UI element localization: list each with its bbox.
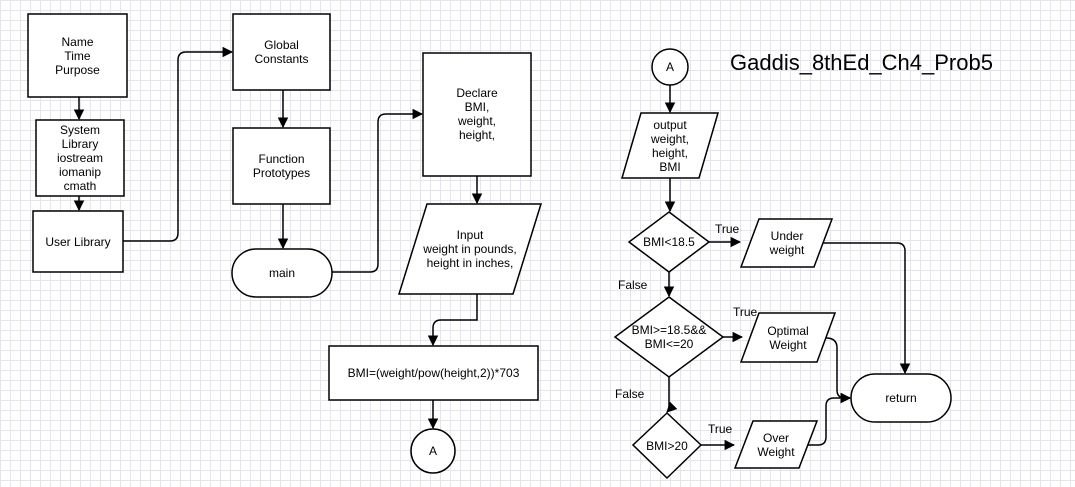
system-library-label: System Library iostream iomanip cmath	[56, 123, 103, 193]
edge-label-false-optimal: False	[615, 387, 645, 401]
declare-label: Declare BMI, weight, height,	[456, 86, 498, 142]
global-constants-label: Global Constants	[254, 38, 309, 66]
edge-label-true-optimal: True	[733, 305, 758, 319]
function-prototypes-label: Function Prototypes	[252, 152, 311, 180]
over-weight-label: Over Weight	[757, 430, 795, 459]
under-weight-label: Under weight	[769, 229, 805, 257]
under-weight-parallelogram	[739, 218, 834, 268]
header-label: Name Time Purpose	[55, 34, 100, 77]
diagram-title: Gaddis_8thEd_Ch4_Prob5	[730, 50, 993, 75]
compute-box	[328, 345, 539, 401]
optimal-weight-label: Optimal Weight	[767, 323, 809, 352]
user-library-label: User Library	[45, 234, 111, 249]
decision-over-label: BMI>20	[646, 438, 688, 453]
global-constants-box	[232, 13, 331, 91]
arrow-optimal-to-return	[825, 337, 852, 404]
function-prototypes-box	[232, 127, 331, 205]
arrow-under-to-return	[823, 242, 911, 375]
edge-label-true-over: True	[708, 422, 733, 436]
connector-a-top-label: A	[665, 60, 674, 74]
connector-a-bottom-label: A	[428, 444, 437, 458]
header-box	[27, 13, 128, 98]
over-weight-parallelogram	[733, 420, 819, 469]
decision-optimal-label: BMI>=18.5&& BMI<=20	[631, 323, 707, 351]
input-label: Input weight in pounds, height in inches…	[423, 228, 517, 270]
arrow-over-to-return	[808, 392, 852, 446]
arrow-optimal-false	[666, 377, 678, 413]
decision-over-diamond	[631, 411, 703, 480]
optimal-weight-parallelogram	[739, 312, 837, 363]
input-parallelogram	[397, 203, 543, 295]
compute-label: BMI=(weight/pow(height,2))*703	[347, 366, 520, 380]
output-label: output weight, height, BMI	[650, 117, 690, 174]
decision-under-label: BMI<18.5	[643, 235, 695, 249]
edge-label-false-under: False	[618, 278, 648, 292]
main-label: main	[268, 266, 295, 280]
arrow-user-to-global	[123, 46, 234, 242]
arrow-main-to-declare	[332, 108, 424, 273]
output-parallelogram	[620, 112, 720, 179]
system-library-box	[35, 119, 125, 197]
return-label: return	[885, 391, 917, 405]
arrow-input-to-compute	[427, 294, 478, 347]
edge-label-true-under: True	[715, 222, 740, 236]
